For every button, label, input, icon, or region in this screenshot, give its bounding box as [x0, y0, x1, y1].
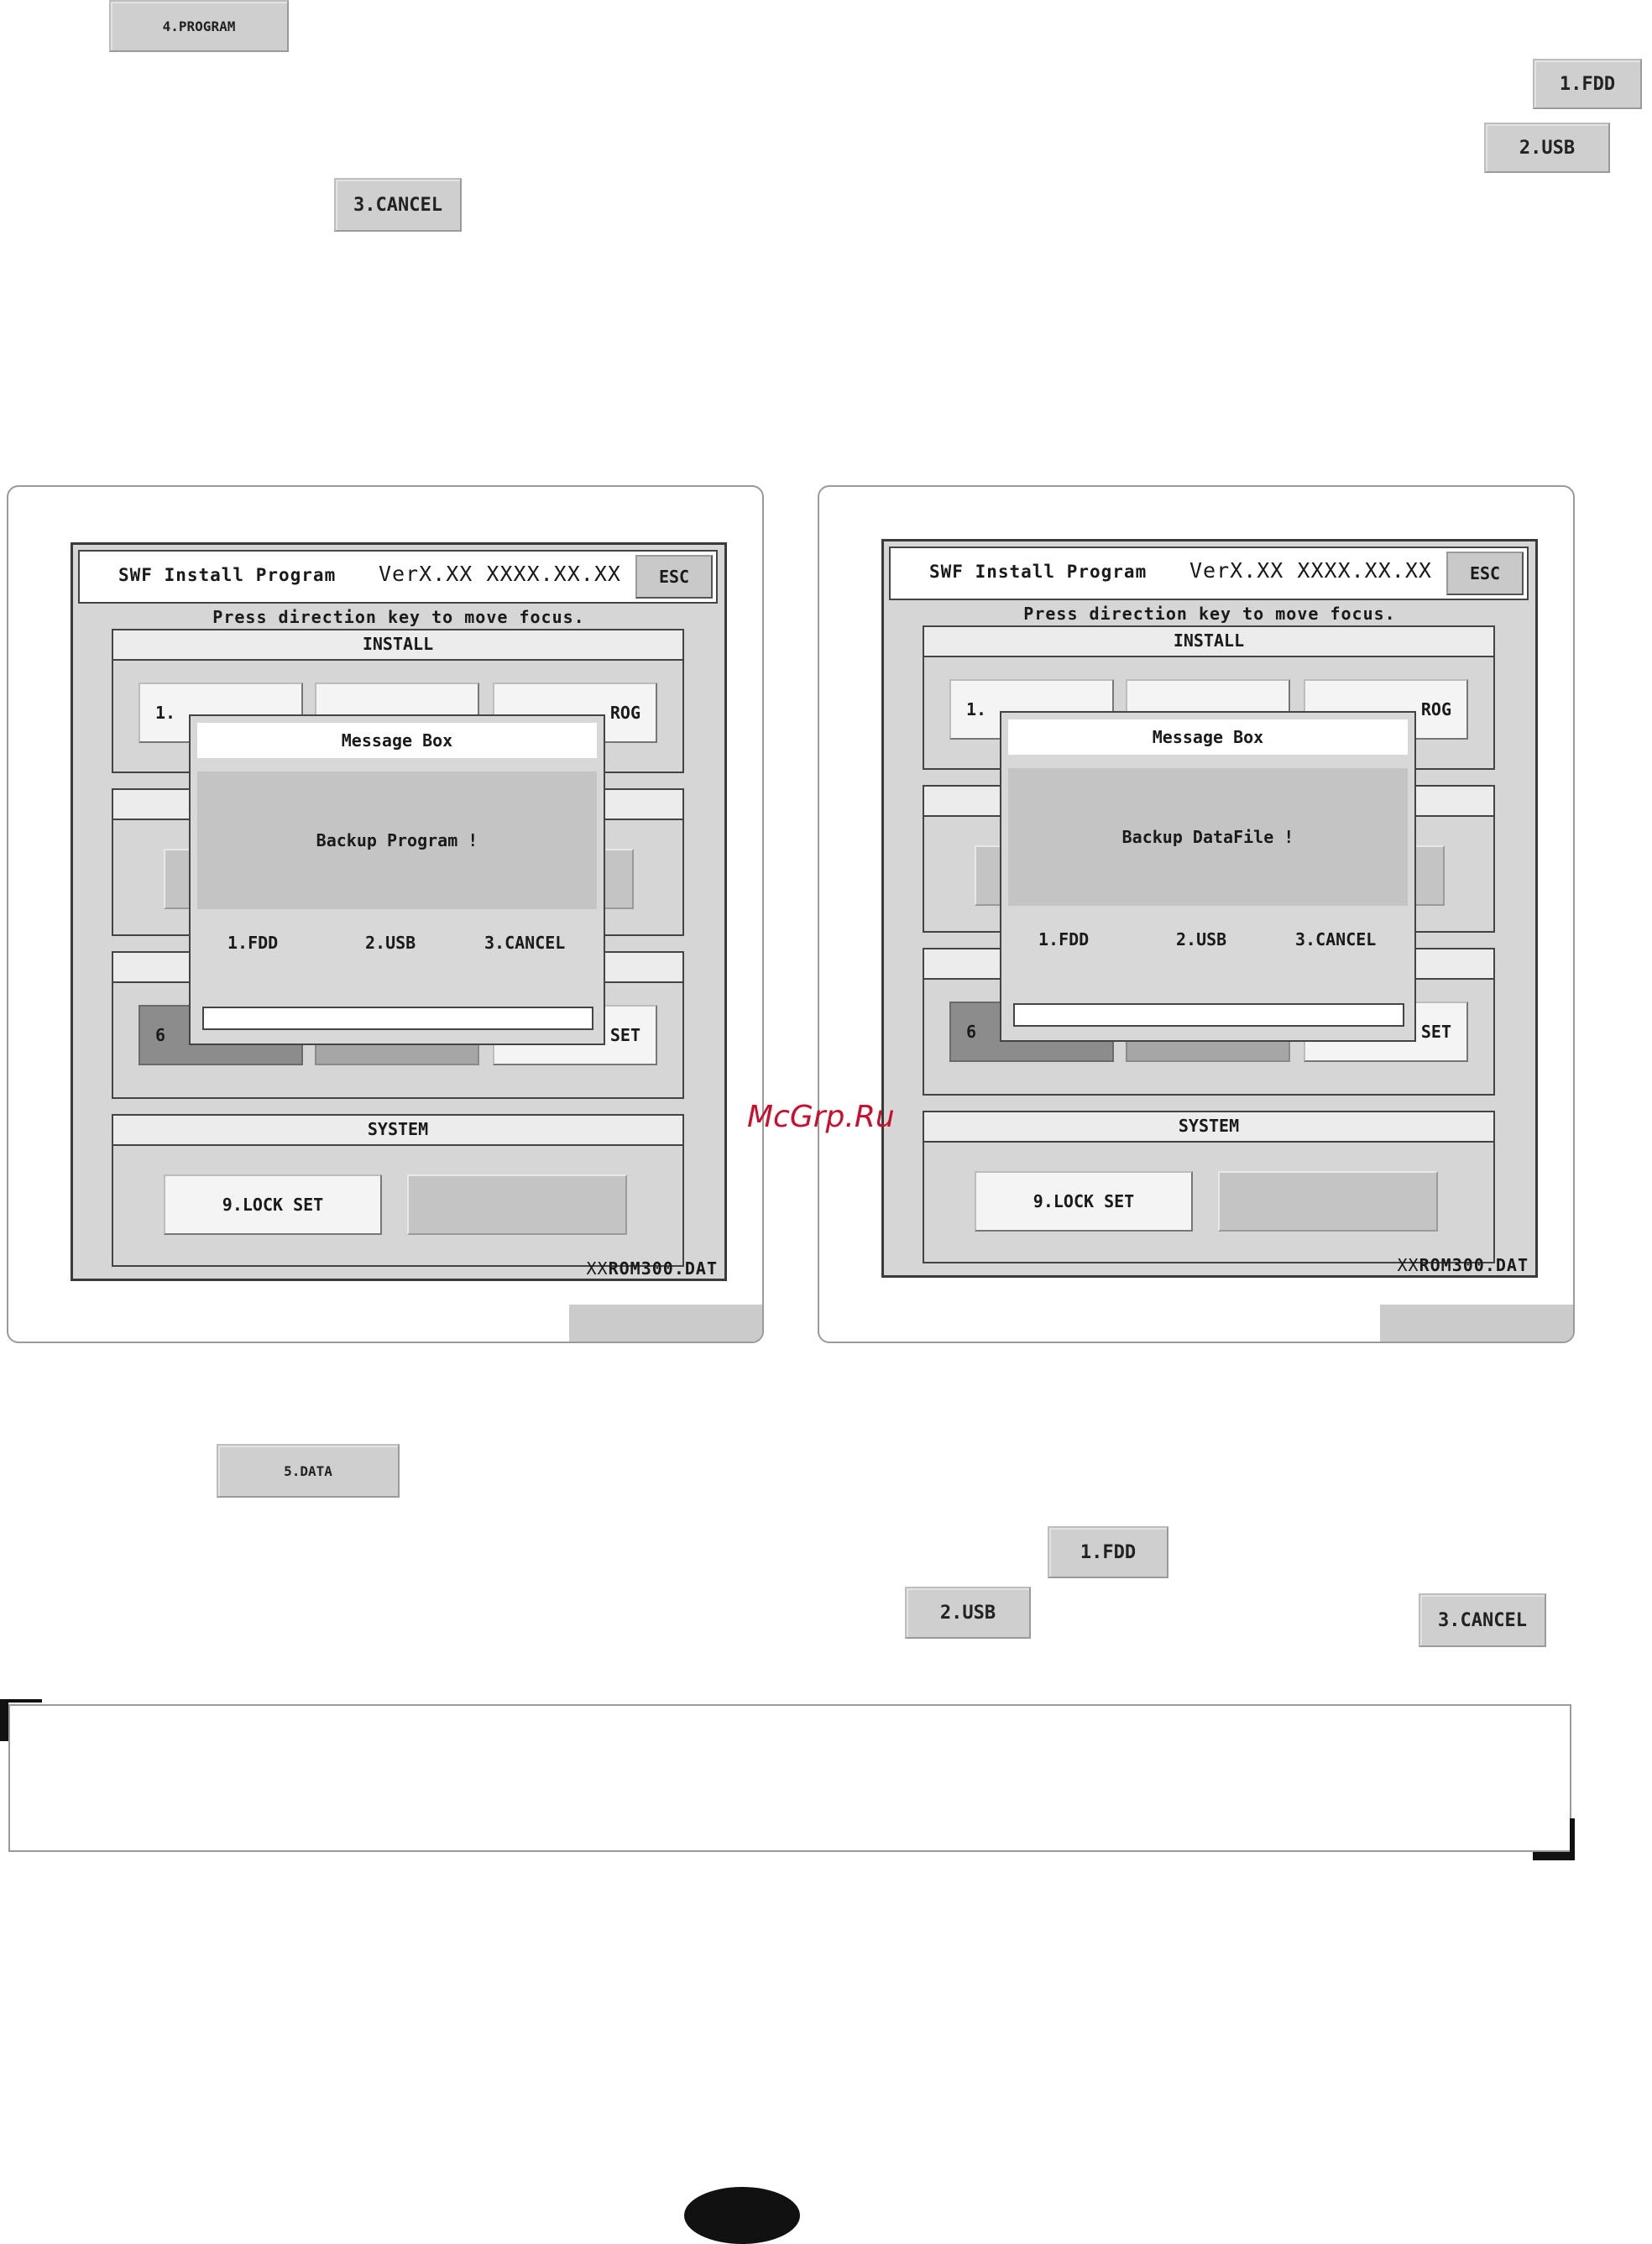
- watermark: McGrp.Ru: [747, 1100, 895, 1134]
- title-bar: SWF Install Program VerX.XX XXXX.XX.XX E…: [889, 547, 1529, 600]
- option-usb[interactable]: 2.USB: [365, 933, 416, 953]
- figure-frame-1: SWF Install Program VerX.XX XXXX.XX.XX E…: [7, 485, 764, 1343]
- message-box-title: Message Box: [197, 723, 597, 758]
- option-fdd[interactable]: 1.FDD: [227, 933, 279, 953]
- fdd-key: 1.FDD: [1533, 59, 1642, 109]
- esc-button[interactable]: ESC: [635, 555, 713, 599]
- system-header: SYSTEM: [113, 1116, 682, 1146]
- lock-set-button[interactable]: 9.LOCK SET: [164, 1174, 382, 1235]
- figure-frame-2: SWF Install Program VerX.XX XXXX.XX.XX E…: [818, 485, 1575, 1343]
- rom-file-label: XXROM300.DAT: [586, 1258, 718, 1279]
- hint-text: Press direction key to move focus.: [1023, 604, 1396, 624]
- install-button-1[interactable]: 1.: [139, 683, 303, 743]
- fdd-key-bottom: 1.FDD: [1048, 1526, 1168, 1578]
- progress-bar: [1013, 1003, 1404, 1027]
- note-corner-top-left: [0, 1699, 42, 1741]
- option-usb[interactable]: 2.USB: [1176, 929, 1227, 949]
- install-screen-1: SWF Install Program VerX.XX XXXX.XX.XX E…: [71, 542, 727, 1281]
- system-section: SYSTEM 9.LOCK SET: [112, 1114, 684, 1267]
- progress-bar: [202, 1007, 593, 1030]
- title-bar: SWF Install Program VerX.XX XXXX.XX.XX E…: [78, 550, 718, 604]
- frame-tab: [569, 1305, 762, 1342]
- note-box: [8, 1704, 1571, 1852]
- version-label: VerX.XX XXXX.XX.XX: [1189, 558, 1432, 583]
- program-key: 4.PROGRAM: [109, 0, 289, 52]
- app-title: SWF Install Program: [929, 562, 1148, 582]
- data-key: 5.DATA: [217, 1444, 400, 1498]
- message-box: Message Box Backup Program ! 1.FDD 2.USB…: [189, 714, 605, 1045]
- note-corner-bottom-right: [1533, 1818, 1575, 1860]
- install-screen-2: SWF Install Program VerX.XX XXXX.XX.XX E…: [881, 539, 1538, 1278]
- frame-tab: [1380, 1305, 1573, 1342]
- rom-file-label: XXROM300.DAT: [1397, 1255, 1529, 1275]
- esc-button[interactable]: ESC: [1446, 552, 1524, 595]
- system-button-2[interactable]: [1218, 1171, 1438, 1232]
- cancel-key-bottom: 3.CANCEL: [1419, 1593, 1546, 1647]
- usb-key-bottom: 2.USB: [905, 1587, 1031, 1639]
- message-box: Message Box Backup DataFile ! 1.FDD 2.US…: [1000, 711, 1416, 1042]
- message-text: Backup Program !: [197, 772, 597, 909]
- install-section: INSTALL 1. ROG: [112, 629, 684, 773]
- version-label: VerX.XX XXXX.XX.XX: [379, 562, 621, 586]
- system-button-2[interactable]: [407, 1174, 627, 1235]
- option-fdd[interactable]: 1.FDD: [1038, 929, 1090, 949]
- message-text: Backup DataFile !: [1008, 768, 1408, 906]
- cancel-key: 3.CANCEL: [334, 178, 462, 232]
- app-title: SWF Install Program: [118, 565, 337, 585]
- usb-key: 2.USB: [1484, 123, 1610, 173]
- hint-text: Press direction key to move focus.: [212, 607, 585, 627]
- system-header: SYSTEM: [924, 1112, 1493, 1143]
- install-header: INSTALL: [924, 627, 1493, 657]
- lock-set-button[interactable]: 9.LOCK SET: [975, 1171, 1193, 1232]
- option-cancel[interactable]: 3.CANCEL: [484, 933, 566, 953]
- page-number-badge: [684, 2187, 800, 2244]
- message-box-title: Message Box: [1008, 719, 1408, 755]
- install-header: INSTALL: [113, 630, 682, 661]
- system-section: SYSTEM 9.LOCK SET: [923, 1111, 1495, 1263]
- option-cancel[interactable]: 3.CANCEL: [1295, 929, 1377, 949]
